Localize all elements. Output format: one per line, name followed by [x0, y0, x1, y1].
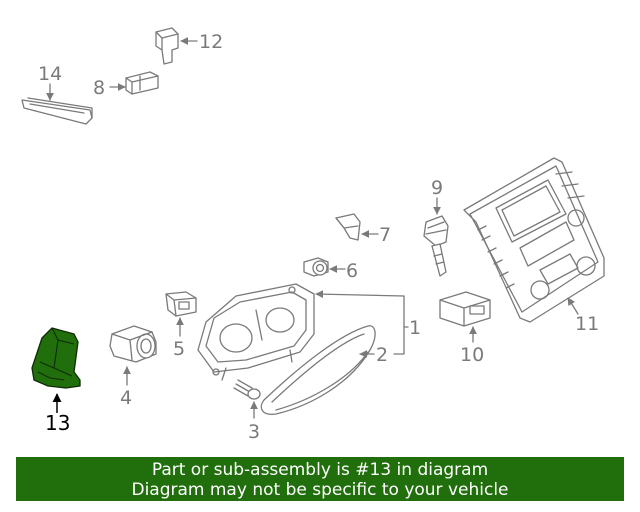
callout-4[interactable]: 4 — [120, 387, 132, 409]
leader-11 — [567, 297, 579, 315]
part-8-switch[interactable] — [125, 71, 159, 95]
callout-11[interactable]: 11 — [575, 313, 599, 335]
callout-1[interactable]: 1 — [409, 317, 421, 339]
part-7-bracket[interactable] — [335, 213, 361, 241]
part-14-trim-strip[interactable] — [21, 97, 93, 125]
callout-9[interactable]: 9 — [431, 177, 443, 199]
part-11-center-panel[interactable] — [463, 157, 605, 323]
callout-12[interactable]: 12 — [199, 31, 223, 53]
part-12-clip[interactable] — [155, 27, 179, 65]
part-4-knob-switch[interactable] — [109, 325, 157, 363]
part-10-switch-module[interactable] — [439, 291, 491, 327]
part-2-cluster-bezel[interactable] — [260, 325, 376, 415]
callout-8[interactable]: 8 — [93, 77, 105, 99]
callout-6[interactable]: 6 — [346, 260, 358, 282]
leader-1 — [315, 290, 405, 299]
notice-line-part: Part or sub-assembly is #13 in diagram — [151, 460, 489, 480]
bracket-line-1 — [393, 295, 405, 355]
part-9-socket[interactable] — [423, 215, 449, 277]
part-1-instrument-cluster[interactable] — [197, 283, 315, 381]
part-5-switch[interactable] — [165, 291, 197, 317]
callout-5[interactable]: 5 — [173, 338, 185, 360]
callout-13[interactable]: 13 — [45, 411, 70, 435]
callout-2[interactable]: 2 — [376, 344, 388, 366]
notice-line-disclaimer: Diagram may not be specific to your vehi… — [131, 480, 509, 500]
callout-10[interactable]: 10 — [460, 344, 484, 366]
callout-7[interactable]: 7 — [379, 224, 391, 246]
part-3-screw[interactable] — [233, 379, 261, 400]
part-13-switch-housing[interactable] — [31, 327, 81, 389]
callout-3[interactable]: 3 — [248, 421, 260, 443]
part-6-button[interactable] — [303, 257, 329, 277]
callout-14[interactable]: 14 — [38, 63, 62, 85]
notice-banner: Part or sub-assembly is #13 in diagram D… — [16, 457, 624, 501]
